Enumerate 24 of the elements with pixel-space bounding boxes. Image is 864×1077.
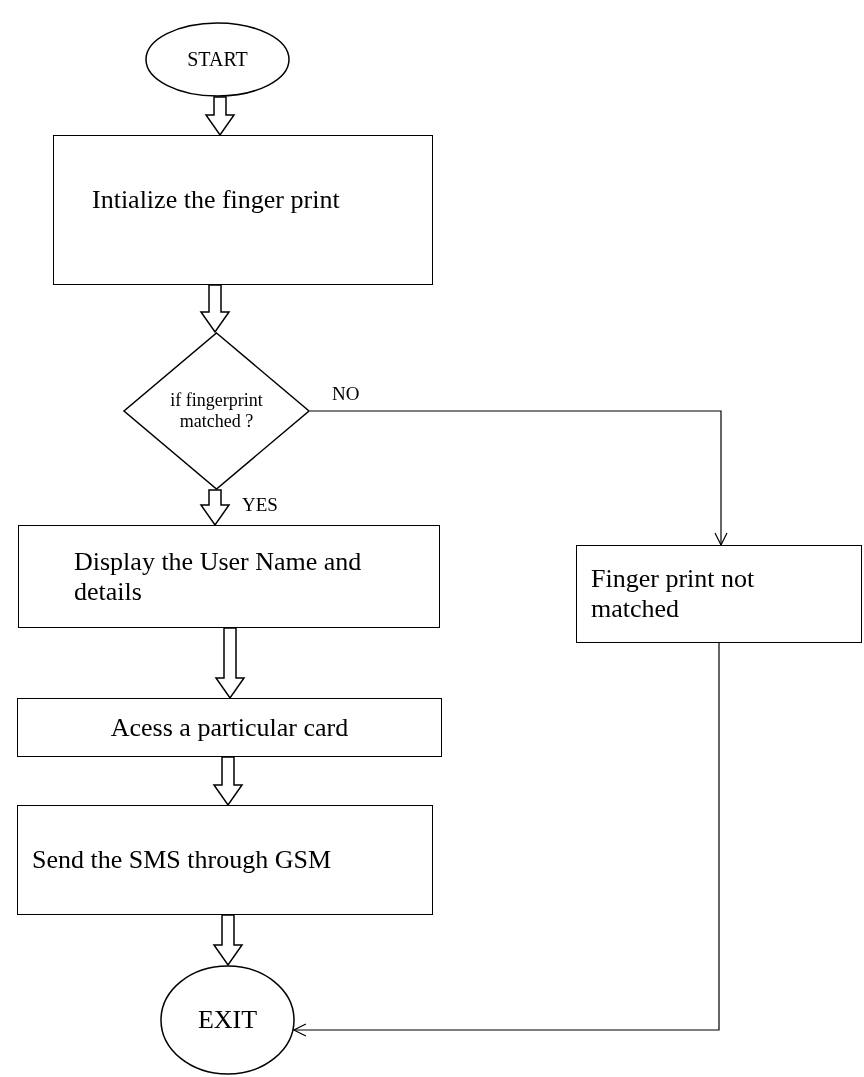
process-box (17, 805, 433, 915)
arrow (293, 642, 720, 1037)
node-label: Display the User Name and details (74, 546, 363, 607)
node-label: START (187, 48, 248, 71)
block-arrow (214, 627, 246, 700)
node-label: if fingerprint matched ? (169, 390, 264, 432)
node-label: EXIT (197, 1005, 258, 1035)
process-box (17, 698, 442, 757)
block-arrow (204, 96, 236, 137)
decision-diamond (123, 332, 310, 490)
block-arrow (199, 489, 231, 527)
node-label: Acess a particular card (110, 712, 349, 743)
process-box (18, 525, 440, 628)
node-label: Intialize the finger print (92, 185, 340, 215)
block-arrow (212, 756, 244, 807)
block-arrow (212, 914, 244, 967)
block-arrow (199, 284, 231, 334)
start-ellipse (145, 22, 290, 97)
exit-ellipse (160, 965, 295, 1075)
node-label: Finger print not matched (591, 564, 756, 624)
arrow (309, 410, 728, 546)
process-box (53, 135, 433, 285)
process-box (576, 545, 862, 643)
node-label: Send the SMS through GSM (32, 845, 332, 875)
